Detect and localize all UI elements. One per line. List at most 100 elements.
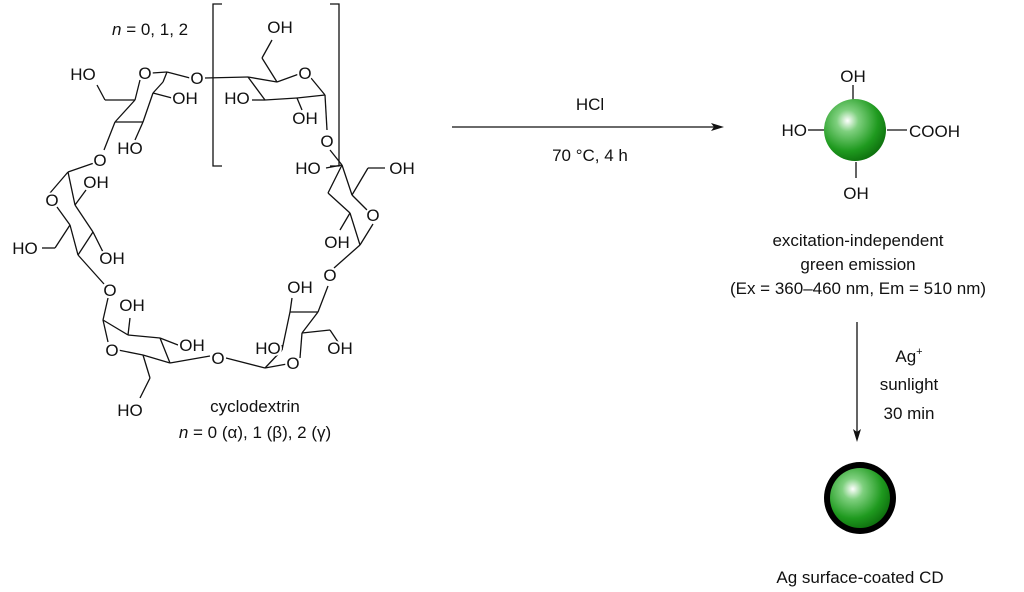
bond <box>152 81 164 94</box>
bond <box>264 349 283 369</box>
bond <box>324 94 328 131</box>
bond <box>114 99 136 123</box>
step1-conditions: 70 °C, 4 h <box>552 146 628 165</box>
bond <box>329 149 343 166</box>
atom-label: OH <box>172 89 198 108</box>
bond <box>142 354 151 379</box>
bond <box>281 311 291 351</box>
bond <box>74 204 94 233</box>
bond <box>152 92 173 99</box>
atom-label: O <box>93 151 106 170</box>
bond <box>67 162 95 173</box>
atom-label: OH <box>324 233 350 252</box>
bond <box>327 192 351 214</box>
atom-label: OH <box>292 109 318 128</box>
atom-label: O <box>45 191 58 210</box>
bond <box>117 349 144 356</box>
bond <box>166 71 191 79</box>
bond <box>102 319 129 336</box>
atom-label: HO <box>117 139 143 158</box>
atom-label: HO <box>224 89 250 108</box>
bond <box>77 231 94 256</box>
bond <box>92 231 104 253</box>
bond <box>103 121 116 151</box>
atom-label: OH <box>267 18 293 37</box>
atom-label: O <box>298 64 311 83</box>
bond <box>134 79 141 101</box>
atom-label: O <box>211 349 224 368</box>
atom-label: HO <box>295 159 321 178</box>
bond <box>102 319 109 343</box>
bond <box>225 357 266 369</box>
atom-label: OH <box>119 296 145 315</box>
bond <box>49 171 69 194</box>
bond <box>276 73 300 83</box>
bond <box>351 167 369 196</box>
bond <box>69 224 79 256</box>
bond <box>96 84 106 101</box>
bond <box>296 97 303 111</box>
bond <box>139 377 151 399</box>
bond <box>317 285 329 313</box>
atom-label: OH <box>287 278 313 297</box>
step2-condition-time: 30 min <box>883 404 934 423</box>
cd-group-right: COOH <box>909 122 960 141</box>
bond <box>289 297 293 313</box>
bond <box>56 206 71 226</box>
bond <box>327 164 343 194</box>
bond <box>159 337 171 364</box>
reactant-name: cyclodextrin <box>210 397 300 416</box>
bond <box>264 363 288 369</box>
bond <box>134 121 144 141</box>
reactant-variants: n = 0 (α), 1 (β), 2 (γ) <box>179 423 331 442</box>
atom-label: O <box>323 266 336 285</box>
cd-description-line-3: (Ex = 360–460 nm, Em = 510 nm) <box>730 279 986 298</box>
repeat-bracket <box>212 3 340 167</box>
cyclodextrin-bonds <box>42 39 385 399</box>
bond <box>329 329 339 343</box>
product-name: Ag surface-coated CD <box>776 568 943 587</box>
cd-description-line-1: excitation-independent <box>772 231 943 250</box>
bond <box>142 354 171 364</box>
bond <box>169 355 211 364</box>
cd-group-bottom: OH <box>843 184 869 203</box>
atom-label: O <box>105 341 118 360</box>
atom-label: O <box>366 206 379 225</box>
atom-label: O <box>138 64 151 83</box>
atom-label: OH <box>99 249 125 268</box>
atom-label: O <box>190 69 203 88</box>
atom-label: OH <box>179 336 205 355</box>
bond <box>67 171 76 206</box>
bond <box>261 39 273 59</box>
bond <box>351 194 368 211</box>
atom-label: O <box>286 354 299 373</box>
bond <box>151 71 168 74</box>
bond <box>247 76 278 83</box>
cd-group-left: HO <box>782 121 808 140</box>
bond <box>333 244 361 269</box>
atom-label: OH <box>389 159 415 178</box>
atom-label: O <box>320 132 333 151</box>
carbon-dot <box>808 85 907 178</box>
bond <box>159 337 179 346</box>
bond <box>74 189 87 206</box>
atom-label: HO <box>117 401 143 420</box>
bond <box>301 329 331 334</box>
bond <box>162 71 168 83</box>
atom-label: HO <box>70 65 96 84</box>
repeat-count-label: n = 0, 1, 2 <box>112 20 188 39</box>
bond <box>247 76 266 101</box>
bond <box>299 332 303 359</box>
ag-coated-carbon-dot <box>824 462 896 534</box>
bond <box>349 212 361 246</box>
atom-label: OH <box>83 173 109 192</box>
reaction-arrow-2 <box>853 322 861 442</box>
atom-label: OH <box>327 339 353 358</box>
bond <box>54 224 71 249</box>
step2-condition-light: sunlight <box>880 375 939 394</box>
cd-description-line-2: green emission <box>800 255 915 274</box>
bond <box>142 92 154 123</box>
atom-label: HO <box>12 239 38 258</box>
bond <box>301 311 319 334</box>
